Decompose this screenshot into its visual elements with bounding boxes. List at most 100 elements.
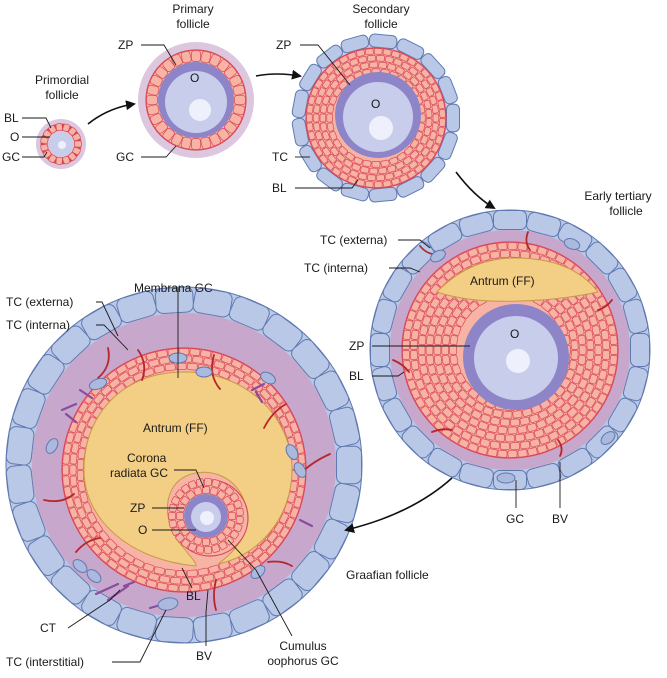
granulosa-cell xyxy=(544,414,556,425)
theca-cell xyxy=(585,241,619,275)
granulosa-cell xyxy=(467,442,479,453)
theca-cell xyxy=(622,298,649,334)
granulosa-cell xyxy=(460,412,471,423)
granulosa-cell xyxy=(371,161,381,168)
granulosa-cell xyxy=(109,377,121,389)
graafian-granulosa-cells xyxy=(62,348,306,592)
cumulus-cell xyxy=(228,512,236,520)
granulosa-cell xyxy=(233,561,246,572)
granulosa-cell xyxy=(512,410,523,419)
granulosa-cell xyxy=(98,552,110,563)
granulosa-cell xyxy=(164,363,176,372)
granulosa-cell xyxy=(420,135,429,145)
secondary-zp-label: ZP xyxy=(276,38,291,52)
granulosa-cell xyxy=(442,407,453,418)
granulosa-cell xyxy=(499,442,510,451)
granulosa-cell xyxy=(447,373,457,385)
theca-cell xyxy=(458,462,494,489)
cumulus-cell xyxy=(226,503,236,513)
granulosa-cell xyxy=(76,459,85,470)
granulosa-cell xyxy=(55,123,63,132)
granulosa-cell xyxy=(93,393,105,405)
granulosa-cell xyxy=(118,371,130,382)
graafian-nucleus xyxy=(200,511,214,525)
cumulus-cell xyxy=(202,486,210,494)
granulosa-cell xyxy=(449,334,459,346)
granulosa-cell xyxy=(426,275,438,287)
granulosa-cell xyxy=(591,325,601,336)
granulosa-cell xyxy=(559,413,571,425)
granulosa-cell xyxy=(490,416,501,426)
granulosa-cell xyxy=(586,340,595,350)
graafian-antrum-label: Antrum (FF) xyxy=(143,421,208,435)
granulosa-cell xyxy=(279,402,290,414)
theca-cell xyxy=(154,616,194,644)
granulosa-cell xyxy=(76,421,87,433)
granulosa-cell xyxy=(449,345,457,355)
granulosa-cell xyxy=(273,406,284,418)
theca-cell xyxy=(368,186,398,203)
tertiary-bv-label: BV xyxy=(552,512,568,526)
secondary-granulosa-cells xyxy=(306,48,446,188)
granulosa-cell xyxy=(334,160,344,170)
theca-cell xyxy=(401,425,435,459)
granulosa-cell xyxy=(420,158,430,168)
granulosa-cell xyxy=(325,65,335,75)
theca-cell xyxy=(492,210,528,230)
granulosa-cell xyxy=(425,139,435,149)
granulosa-cell xyxy=(192,355,204,364)
granulosa-cell xyxy=(360,62,370,70)
granulosa-cell xyxy=(345,152,355,161)
granulosa-cell xyxy=(507,450,518,458)
granulosa-cell xyxy=(480,413,491,424)
granulosa-cell xyxy=(433,354,443,365)
granulosa-cell xyxy=(489,440,501,450)
granulosa-cell xyxy=(240,565,252,576)
tertiary-title-line1: Early tertiary xyxy=(584,189,651,203)
granulosa-cell xyxy=(125,571,137,581)
granulosa-cell xyxy=(560,402,572,414)
granulosa-cell xyxy=(410,300,421,312)
granulosa-cell xyxy=(218,369,231,380)
granulosa-cell xyxy=(87,512,97,524)
granulosa-cell xyxy=(578,378,588,389)
granulosa-cell xyxy=(598,319,608,331)
granulosa-cell xyxy=(191,138,201,150)
labels: BL O GC ZP O GC ZP O TC BL TC (externa) … xyxy=(2,38,568,669)
granulosa-cell xyxy=(402,350,410,360)
granulosa-cell xyxy=(554,397,565,409)
graafian-corona-label-line2: radiata GC xyxy=(110,466,168,480)
granulosa-cell xyxy=(517,449,528,458)
arrow-primary-to-secondary xyxy=(255,69,302,80)
granulosa-cell xyxy=(582,369,592,380)
theca-cell xyxy=(27,535,65,576)
granulosa-cell xyxy=(326,122,335,132)
cumulus-cell xyxy=(195,545,205,554)
cumulus-cell xyxy=(211,544,221,553)
granulosa-cell xyxy=(431,143,440,153)
granulosa-cell xyxy=(279,512,289,524)
granulosa-cell xyxy=(407,57,417,67)
granulosa-cell xyxy=(461,308,472,319)
granulosa-cell xyxy=(421,315,432,327)
granulosa-cell xyxy=(297,453,306,465)
granulosa-cell xyxy=(517,425,528,434)
granulosa-cell xyxy=(223,566,236,576)
granulosa-cell xyxy=(415,154,425,164)
tertiary-antrum-label: Antrum (FF) xyxy=(470,274,535,288)
granulosa-cell xyxy=(460,430,472,441)
theca-cell xyxy=(50,325,91,365)
granulosa-cell xyxy=(333,87,342,97)
granulosa-cell xyxy=(455,397,466,409)
cumulus-cell xyxy=(193,536,203,546)
granulosa-cell xyxy=(435,325,445,336)
granulosa-cell xyxy=(293,496,303,509)
granulosa-cell xyxy=(326,104,335,114)
cumulus-cell xyxy=(180,496,190,506)
primary-granulosa-cells xyxy=(146,50,246,150)
secondary-title-line2: follicle xyxy=(364,17,398,31)
granulosa-cell xyxy=(146,84,160,96)
granulosa-cell xyxy=(402,70,413,80)
granulosa-cell xyxy=(336,153,346,163)
arrow-secondary-to-tertiary xyxy=(455,171,496,210)
